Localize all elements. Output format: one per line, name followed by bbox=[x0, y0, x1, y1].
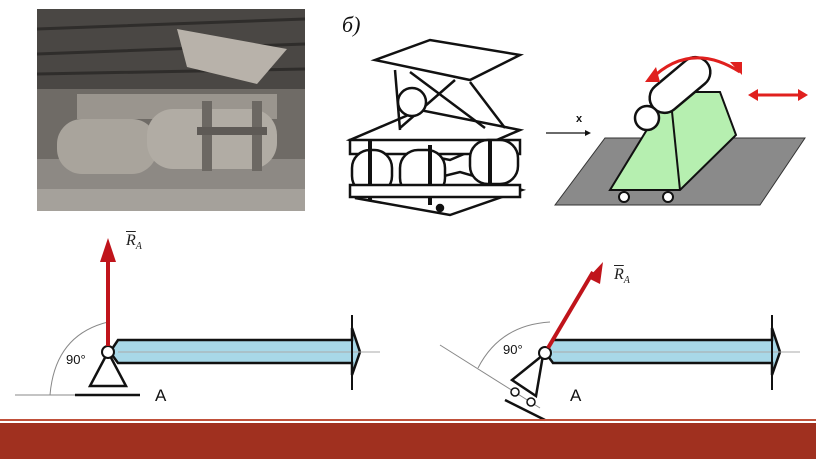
right-roller-1 bbox=[510, 387, 520, 397]
footer-bar bbox=[0, 423, 816, 459]
left-hinge bbox=[101, 345, 115, 359]
x-axis-label: x bbox=[576, 113, 583, 125]
left-reaction-label: RA bbox=[126, 232, 142, 252]
right-reaction-subscript: A bbox=[623, 275, 630, 287]
translation-arrowhead-left bbox=[748, 89, 758, 101]
right-reaction-arrow bbox=[546, 270, 595, 350]
left-reaction-symbol: R bbox=[126, 232, 136, 249]
right-point-label: A bbox=[570, 386, 582, 405]
left-reaction-subscript: A bbox=[135, 241, 142, 253]
right-angle-label: 90° bbox=[503, 342, 523, 357]
right-support-base bbox=[504, 398, 546, 422]
bridge-bearing-photo bbox=[37, 9, 305, 211]
rotation-arrowhead-right bbox=[730, 62, 742, 75]
right-hinge bbox=[538, 346, 552, 360]
bearing-sketch bbox=[345, 38, 527, 217]
right-roller-support bbox=[509, 351, 545, 399]
roller-support-3d bbox=[554, 55, 806, 206]
right-incline-line bbox=[439, 344, 541, 409]
right-angle-arc bbox=[477, 321, 551, 369]
x-axis-arrowhead bbox=[585, 130, 591, 136]
right-reaction-symbol: R bbox=[614, 266, 624, 283]
rotation-arrowhead-left bbox=[645, 67, 660, 82]
left-pin-support bbox=[87, 349, 129, 388]
footer-accent-line bbox=[0, 419, 816, 421]
left-angle-label: 90° bbox=[66, 352, 86, 367]
left-angle-arc bbox=[49, 321, 109, 396]
right-roller-2 bbox=[526, 397, 536, 407]
rotation-arrow bbox=[648, 56, 741, 82]
left-reaction-arrowhead bbox=[100, 238, 116, 262]
right-reaction-label: RA bbox=[614, 266, 630, 286]
figure-label: б) bbox=[342, 12, 361, 37]
left-point-label: A bbox=[155, 386, 167, 405]
translation-arrowhead-right bbox=[798, 89, 808, 101]
right-reaction-arrowhead bbox=[588, 262, 603, 284]
